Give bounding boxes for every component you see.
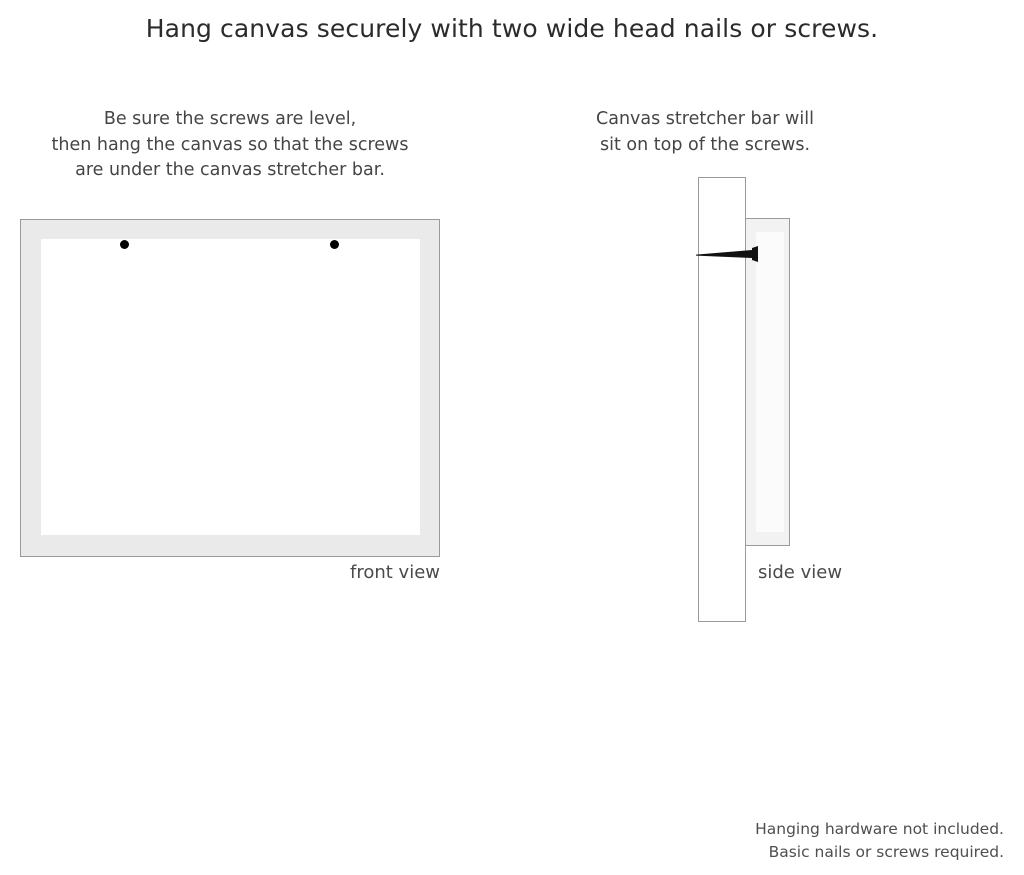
side-view-screw-icon	[696, 243, 762, 263]
side-view-caption-line-2: sit on top of the screws.	[599, 134, 811, 155]
front-view-canvas-frame	[20, 219, 440, 557]
page-title: Hang canvas securely with two wide head …	[145, 14, 879, 43]
footer-line-2: Basic nails or screws required.	[768, 843, 1004, 861]
footer-note: Hanging hardware not included. Basic nai…	[755, 818, 1004, 864]
front-view-canvas-face	[41, 239, 420, 535]
side-view-label: side view	[758, 562, 843, 583]
front-view-screw-dot-right	[330, 240, 339, 249]
front-view-caption-line-2: then hang the canvas so that the screws	[51, 134, 409, 155]
side-view-stretcher-bar-face	[756, 232, 784, 532]
front-view-caption: Be sure the screws are level, then hang …	[10, 107, 450, 184]
side-view-caption: Canvas stretcher bar will sit on top of …	[570, 107, 840, 158]
front-view-screw-dot-left	[120, 240, 129, 249]
front-view-caption-line-1: Be sure the screws are level,	[103, 109, 357, 129]
footer-line-1: Hanging hardware not included.	[755, 820, 1004, 838]
front-view-label: front view	[350, 562, 440, 583]
front-view-caption-line-3: are under the canvas stretcher bar.	[75, 160, 385, 180]
side-view-caption-line-1: Canvas stretcher bar will	[596, 109, 814, 129]
